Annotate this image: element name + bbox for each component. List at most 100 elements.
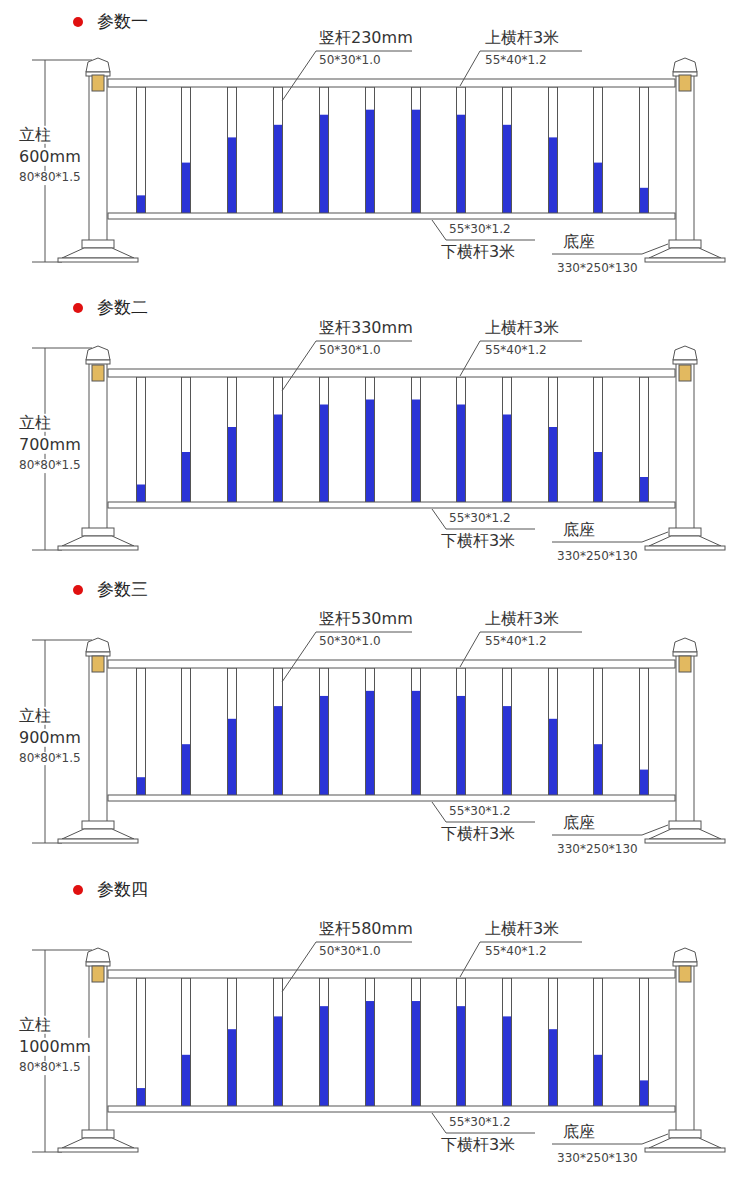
spec-value: 50*30*1.0 (318, 344, 382, 358)
panel-heading: 参数三 (96, 580, 149, 600)
spec-value: 50*30*1.0 (318, 945, 382, 959)
picket (137, 978, 146, 1106)
picket-blue (182, 744, 190, 795)
picket (320, 668, 329, 795)
base-plate (58, 1148, 138, 1152)
base-plate (645, 258, 725, 262)
spec-value: 330*250*130 (556, 262, 639, 276)
post-collar (673, 360, 697, 364)
picket-blue (457, 696, 465, 795)
picket-blue (137, 1088, 145, 1106)
bottom-rail (108, 502, 675, 508)
bottom-rail (108, 795, 675, 801)
post-cap (673, 58, 697, 72)
picket (320, 87, 329, 213)
bullet-dot (73, 585, 83, 595)
picket (412, 87, 421, 213)
picket-blue (640, 1080, 648, 1106)
picket (366, 87, 375, 213)
base-collar (82, 1130, 114, 1138)
picket-blue (640, 770, 648, 795)
picket-blue (503, 1016, 511, 1106)
spec-value: 55*40*1.2 (484, 54, 548, 68)
picket (503, 978, 512, 1106)
picket-blue (412, 1001, 420, 1106)
picket (274, 377, 283, 502)
picket (503, 87, 512, 213)
rail-bracket (679, 365, 691, 381)
spec-value: 330*250*130 (556, 550, 639, 564)
base (649, 248, 721, 258)
picket-blue (137, 777, 145, 795)
base-plate (58, 839, 138, 843)
leader-line (282, 942, 412, 992)
picket (594, 668, 603, 795)
post-cap (673, 346, 697, 360)
spec-value: 80*80*1.5 (18, 752, 82, 766)
picket (594, 87, 603, 213)
base-collar (669, 821, 701, 829)
bottom-rail (108, 213, 675, 219)
part-name: 上横杆3米 (484, 920, 560, 938)
base-plate (58, 258, 138, 262)
picket (640, 668, 649, 795)
picket (640, 87, 649, 213)
picket-blue (137, 485, 145, 503)
panel-heading: 参数一 (96, 12, 149, 32)
post (89, 648, 107, 823)
picket-blue (320, 696, 328, 795)
part-name: 下横杆3米 (440, 1136, 516, 1154)
part-name: 上横杆3米 (484, 610, 560, 628)
picket-blue (640, 477, 648, 502)
picket (549, 377, 558, 502)
picket (594, 377, 603, 502)
rail-bracket (92, 75, 104, 91)
picket-blue (549, 1029, 557, 1106)
post-collar (86, 962, 110, 966)
picket-blue (457, 405, 465, 503)
base-collar (82, 821, 114, 829)
base-collar (669, 1130, 701, 1138)
picket-blue (274, 125, 282, 213)
picket (457, 978, 466, 1106)
picket-blue (182, 1055, 190, 1106)
post-cap (673, 638, 697, 652)
part-name: 上横杆3米 (484, 29, 560, 47)
part-name: 竖杆230mm (318, 29, 414, 47)
part-name: 下横杆3米 (440, 825, 516, 843)
spec-value: 55*40*1.2 (484, 945, 548, 959)
picket-blue (549, 427, 557, 502)
dimension-tick (32, 640, 92, 641)
picket (228, 668, 237, 795)
picket (457, 377, 466, 502)
post (676, 68, 694, 242)
top-rail (108, 369, 675, 377)
picket (503, 377, 512, 502)
picket (228, 978, 237, 1106)
base (62, 1138, 134, 1148)
picket (412, 978, 421, 1106)
base-plate (645, 839, 725, 843)
post-cap (86, 948, 110, 962)
dimension: 1000mm (18, 1038, 92, 1056)
post-cap (673, 948, 697, 962)
leader-line (282, 341, 412, 391)
picket-blue (457, 1006, 465, 1106)
picket-blue (228, 1029, 236, 1106)
top-rail (108, 970, 675, 978)
picket-blue (594, 1055, 602, 1106)
picket (640, 377, 649, 502)
picket (320, 978, 329, 1106)
spec-value: 55*40*1.2 (484, 344, 548, 358)
post (676, 648, 694, 823)
leader-line (432, 1113, 535, 1133)
post-cap (86, 58, 110, 72)
rail-bracket (679, 656, 691, 672)
rail-bracket (92, 966, 104, 982)
dimension: 600mm (18, 148, 82, 166)
base-plate (645, 546, 725, 550)
top-rail (108, 79, 675, 87)
base (62, 536, 134, 546)
post (676, 958, 694, 1132)
leader-line (460, 632, 582, 667)
